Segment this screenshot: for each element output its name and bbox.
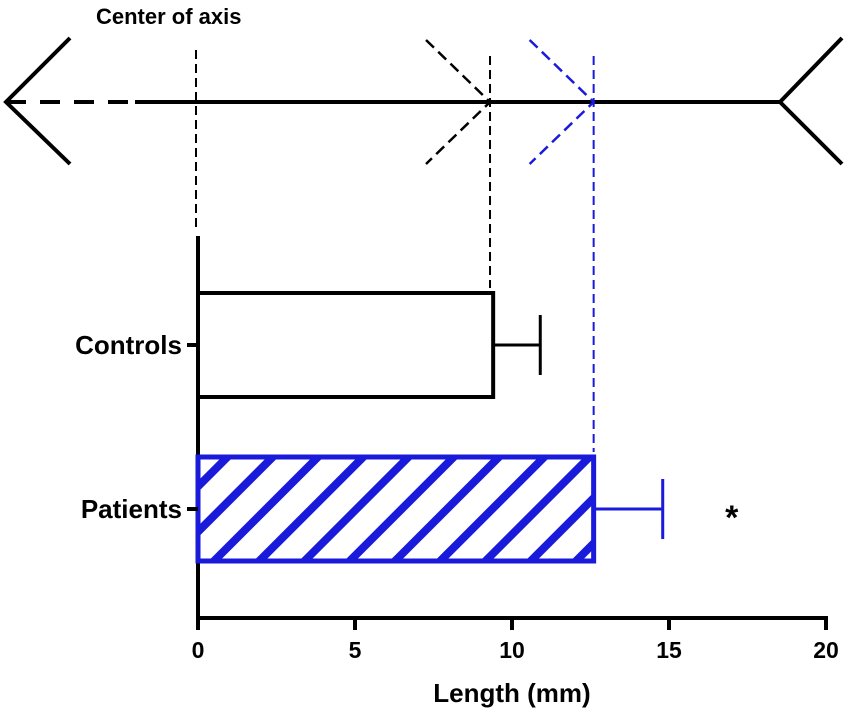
- category-label-controls: Controls: [75, 330, 182, 360]
- right-fin: [777, 36, 844, 166]
- category-label-patients: Patients: [81, 494, 182, 524]
- x-tick-label: 20: [813, 637, 839, 663]
- significance-marker-patients: *: [725, 499, 739, 537]
- x-tick-label: 5: [349, 637, 362, 663]
- x-axis-title: Length (mm): [433, 678, 590, 708]
- x-tick-label: 15: [656, 637, 682, 663]
- left-arrowhead: [3, 36, 72, 166]
- illustration-caption: Center of axis: [96, 4, 242, 29]
- bar-chart: Controls Patients * 0 5 10 15 20 Length (mm): [75, 236, 839, 708]
- x-axis-ticks: 0 5 10 15 20: [192, 618, 839, 663]
- axis-illustration: Center of axis: [3, 4, 844, 452]
- bar-patients: [195, 454, 597, 564]
- x-tick-label: 0: [192, 637, 205, 663]
- x-tick-label: 10: [499, 637, 525, 663]
- bar-controls: [196, 291, 496, 399]
